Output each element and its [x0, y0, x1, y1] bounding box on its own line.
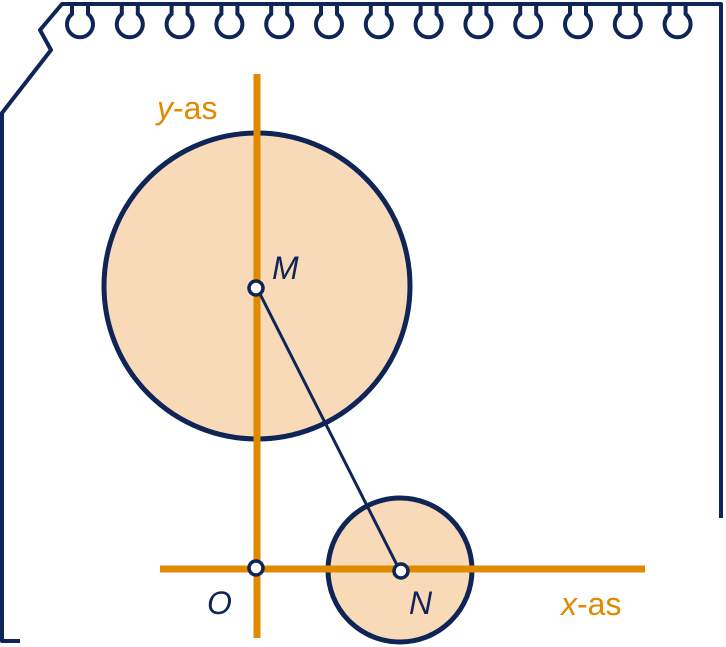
- spiral-ring: [214, 6, 245, 40]
- spiral-ring: [463, 6, 494, 40]
- spiral-ring: [363, 6, 394, 40]
- label-origin: O: [207, 585, 232, 621]
- spiral-ring: [413, 6, 444, 40]
- spiral-ring: [314, 6, 344, 40]
- spiral-ring: [513, 6, 544, 40]
- point-m: [247, 279, 265, 297]
- x-axis-label: x-as: [559, 586, 621, 622]
- spiral-ring: [164, 6, 195, 40]
- x-axis-suffix: -as: [577, 586, 621, 622]
- point-origin: [247, 559, 265, 577]
- label-n: N: [409, 585, 433, 621]
- point-n: [392, 562, 410, 580]
- y-axis-suffix: -as: [173, 90, 217, 126]
- y-axis-var: y: [155, 90, 175, 126]
- spiral-ring: [65, 6, 95, 40]
- spiral-ring: [264, 6, 295, 40]
- spiral-ring: [662, 6, 693, 40]
- spiral-ring: [612, 6, 643, 40]
- x-axis-var: x: [559, 586, 578, 622]
- segment-mn: [255, 287, 402, 572]
- spiral-ring: [563, 6, 593, 40]
- spiral-ring: [114, 6, 145, 40]
- y-axis-label: y-as: [155, 90, 217, 126]
- label-m: M: [272, 250, 299, 286]
- notebook-spiral-icon: [65, 6, 693, 40]
